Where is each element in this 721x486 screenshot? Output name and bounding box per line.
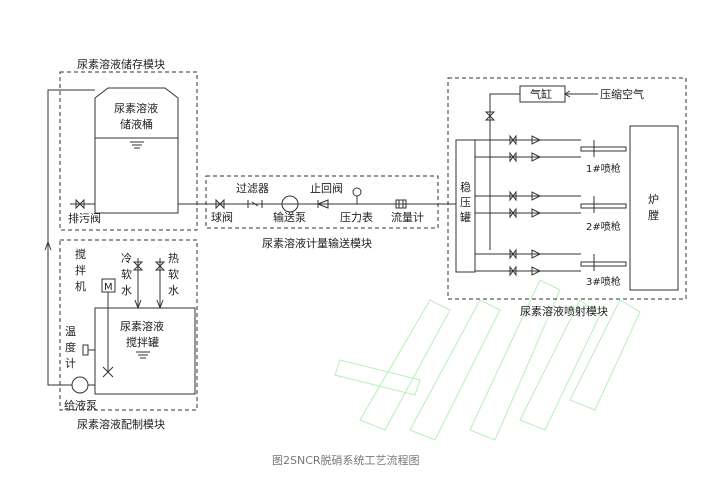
thermometer-label-1: 温 — [65, 325, 76, 338]
stabilizer-label-3: 罐 — [460, 211, 471, 224]
storage-tank-label-2: 储液桶 — [120, 117, 153, 131]
gun-1 — [580, 146, 627, 152]
gun-2-label: 2#喷枪 — [586, 220, 621, 233]
stabilizer-label-1: 稳 — [460, 180, 471, 194]
thermometer-label-2: 度 — [65, 340, 76, 354]
furnace-box — [629, 125, 679, 291]
gun-1-label: 1#喷枪 — [586, 162, 621, 175]
storage-tank-label-1: 尿素溶液 — [114, 101, 158, 115]
check-valve-label: 止回阀 — [310, 181, 343, 195]
cold-water-label-3: 水 — [121, 284, 132, 297]
storage-level-icon — [130, 141, 144, 149]
drain-valve-icon — [75, 198, 85, 210]
pump-icon — [281, 195, 299, 213]
gun-3 — [580, 261, 627, 267]
drain-valve-label: 排污阀 — [68, 211, 101, 225]
furnace-label-1: 炉 — [648, 193, 659, 206]
agitator-label-2: 拌 — [75, 263, 86, 277]
cold-water-label-1: 冷 — [121, 252, 132, 265]
storage-tank-body — [94, 137, 179, 214]
ball-valve-label: 球阀 — [211, 210, 233, 224]
watermark-logo — [334, 279, 641, 441]
furnace-label-2: 膛 — [648, 208, 659, 222]
metering-module-label: 尿素溶液计量输送模块 — [262, 236, 372, 250]
motor-label: M — [104, 282, 113, 293]
thermometer-label-3: 计 — [65, 357, 76, 370]
stabilizer-label-2: 压 — [460, 196, 471, 209]
thermometer-icon — [82, 344, 89, 356]
storage-tank-top — [94, 87, 179, 138]
cylinder-label: 气缸 — [530, 87, 552, 101]
pressure-gauge-label: 压力表 — [340, 210, 373, 224]
gun-3-label: 3#喷枪 — [586, 275, 621, 288]
agitator-label-1: 搅 — [75, 247, 86, 261]
storage-module-label: 尿素溶液储存模块 — [77, 57, 165, 71]
filter-label: 过滤器 — [236, 182, 269, 195]
stabilizer-tank — [455, 139, 476, 273]
hot-water-label-2: 软 — [168, 267, 179, 281]
pressure-gauge-icon — [352, 187, 362, 204]
figure-caption: 图2SNCR脱硝系统工艺流程图 — [272, 453, 420, 467]
flow-meter-label: 流量计 — [391, 210, 424, 224]
mixing-tank-label-2: 搅拌罐 — [126, 335, 159, 349]
hot-water-label-3: 水 — [168, 284, 179, 297]
hot-water-label-1: 热 — [168, 252, 179, 265]
injection-module-frame — [447, 77, 687, 300]
flow-meter-icon — [395, 199, 407, 209]
feed-pump-icon — [71, 376, 89, 394]
air-valve-icon — [484, 111, 496, 121]
cold-water-label-2: 软 — [121, 267, 132, 281]
compressed-air-label: 压缩空气 — [600, 87, 644, 101]
agitator-label-3: 机 — [75, 279, 86, 293]
pump-label: 输送泵 — [273, 210, 306, 224]
mixing-tank-body — [94, 307, 196, 395]
mixing-tank-label-1: 尿素溶液 — [120, 319, 164, 333]
hot-water-valve-icon — [154, 261, 166, 271]
injection-module-label: 尿素溶液喷射模块 — [520, 304, 608, 318]
feed-pump-label: 给液泵 — [64, 398, 97, 412]
cold-water-valve-icon — [132, 261, 144, 271]
mixing-level-icon — [136, 351, 150, 359]
check-valve-icon — [316, 199, 329, 209]
gun-valves — [509, 134, 542, 277]
storage-module-frame — [59, 71, 198, 231]
mixing-module-frame — [59, 239, 198, 411]
mixing-module-label: 尿素溶液配制模块 — [77, 417, 165, 431]
filter-icon — [247, 200, 263, 208]
ball-valve-icon — [215, 198, 225, 210]
metering-module-frame — [205, 175, 439, 229]
gun-2 — [580, 203, 627, 209]
